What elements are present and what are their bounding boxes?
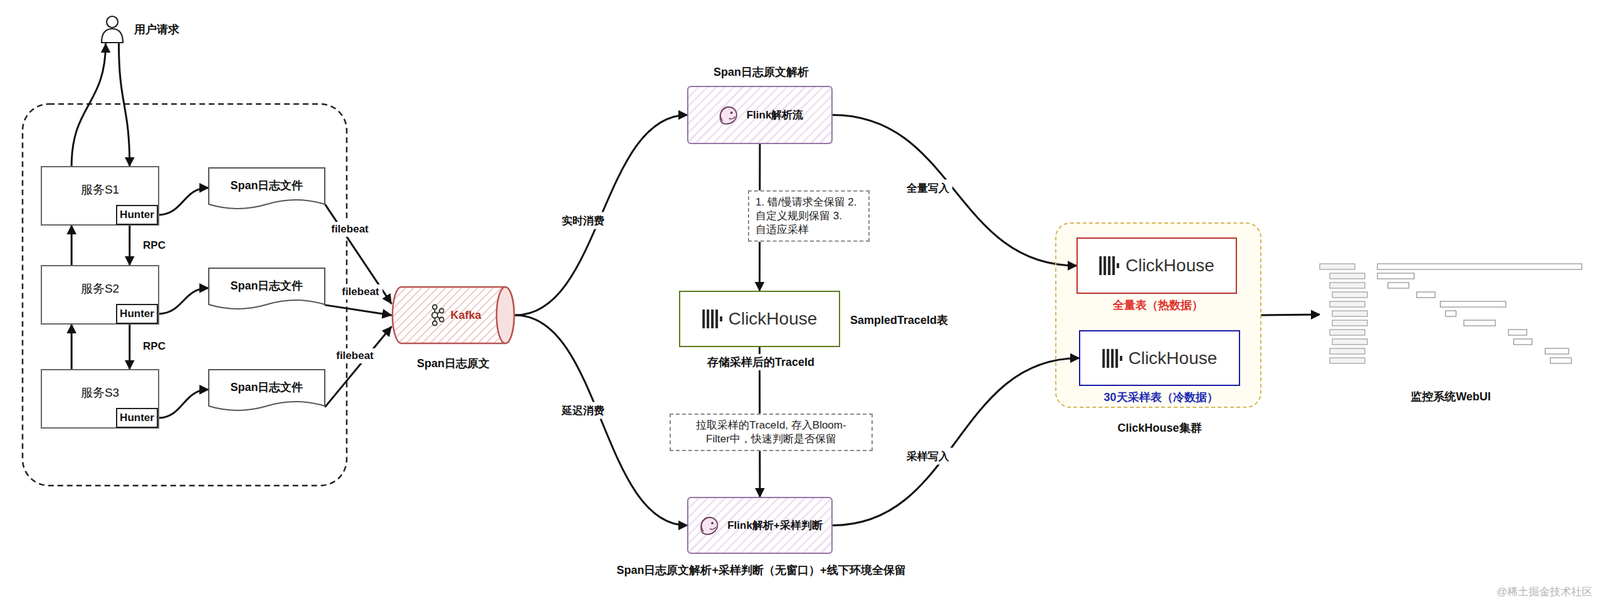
connector [1261,314,1320,316]
edge-label: filebeat [338,284,383,300]
node-caption: 监控系统WebUI [1410,389,1491,405]
connector [515,115,688,316]
node-label: ClickHouse [1128,348,1218,369]
user-actor: 用户请求 [99,15,126,44]
kafka-logo [425,304,444,327]
edge-label: RPC [139,339,169,355]
connector [325,305,392,316]
service-box: 服务S1Hunter [40,166,160,226]
node-caption: Span日志原文解析 [713,64,809,80]
log-file: Span日志文件 [208,369,326,416]
agent-box: Hunter [115,205,158,226]
stream-job: Flink解析流Span日志原文解析 [687,85,833,145]
edge-label: 全量写入 [903,179,953,197]
flink-logo [716,103,741,128]
agent-box: Hunter [115,408,158,429]
node-caption: Span日志原文 [416,356,490,372]
node-label: Hunter [119,411,155,425]
connector [71,43,106,167]
cluster-group: ClickHouse集群ClickHouse全量表（热数据）ClickHouse… [1055,222,1262,409]
node-label: 服务S3 [80,384,120,402]
node-label: Hunter [119,208,155,222]
connector [157,288,209,315]
connector [70,225,73,266]
node-caption: 全量表（热数据） [1112,297,1204,313]
node-label: Flink解析+采样判断 [727,518,823,533]
log-file: Span日志文件 [208,167,326,214]
node-caption: Span日志原文解析+采样判断（无窗口）+线下环境全保留 [616,563,906,579]
edge-label: filebeat [332,348,377,364]
user-actor-outline [99,15,126,44]
connector [515,315,688,527]
note-box: 1. 错/慢请求全保留 2. 自定义规则保留 3. 自适应采样 [747,190,870,243]
connector [157,188,209,216]
edge-label: RPC [139,238,169,254]
clickhouse-logo [702,309,723,329]
clickhouse-logo [1102,349,1123,369]
node-caption: 存储采样后的TraceId [704,354,818,371]
node-label: Flink解析流 [746,107,804,123]
edge-label: 实时消费 [558,212,608,230]
flink-logo [697,514,722,538]
message-queue: KafkaSpan日志原文 [391,285,516,345]
database-box: ClickHouse全量表（热数据） [1076,237,1237,295]
node-label: ClickHouse [1125,255,1215,276]
node-label: 服务S2 [80,280,120,298]
connector [119,43,130,167]
node-label: Kafka [450,309,481,323]
service-box: 服务S2Hunter [40,265,160,325]
connector [128,225,131,266]
connector [325,205,392,304]
node-caption: 30天采样表（冷数据） [1103,389,1218,406]
node-label: Span日志文件 [230,278,303,294]
note-box: 拉取采样的TraceId, 存入Bloom-Filter中，快速判断是否保留 [669,413,873,452]
edge-label: filebeat [327,221,372,237]
web-ui: 监控系统WebUI [1319,260,1582,370]
node-caption: ClickHouse集群 [1117,420,1202,436]
node-label: Span日志文件 [230,178,303,194]
service-box: 服务S3Hunter [40,369,160,429]
connector [128,324,131,370]
connector [70,324,73,370]
node-caption: SampledTraceId表 [850,312,948,328]
watermark: @稀土掘金技术社区 [1496,584,1593,600]
log-file: Span日志文件 [208,267,326,314]
web-ui-outline [1319,260,1582,370]
node-label: Span日志文件 [230,379,303,395]
node-label: ClickHouse [728,309,818,330]
agent-box: Hunter [115,304,158,325]
connector [325,327,392,407]
node-caption: 用户请求 [134,21,180,37]
cluster-fill [1055,223,1261,408]
stream-job: Flink解析+采样判断Span日志原文解析+采样判断（无窗口）+线下环境全保留 [687,497,833,555]
database-box: ClickHouseSampledTraceId表存储采样后的TraceId [678,290,841,348]
clickhouse-logo [1099,256,1120,276]
node-label: Hunter [119,307,155,321]
connector [157,389,209,419]
edge-label: 采样写入 [903,448,953,466]
edge-label: 延迟消费 [558,402,608,420]
node-label: 服务S1 [80,181,120,199]
database-box: ClickHouse30天采样表（冷数据） [1078,330,1241,387]
